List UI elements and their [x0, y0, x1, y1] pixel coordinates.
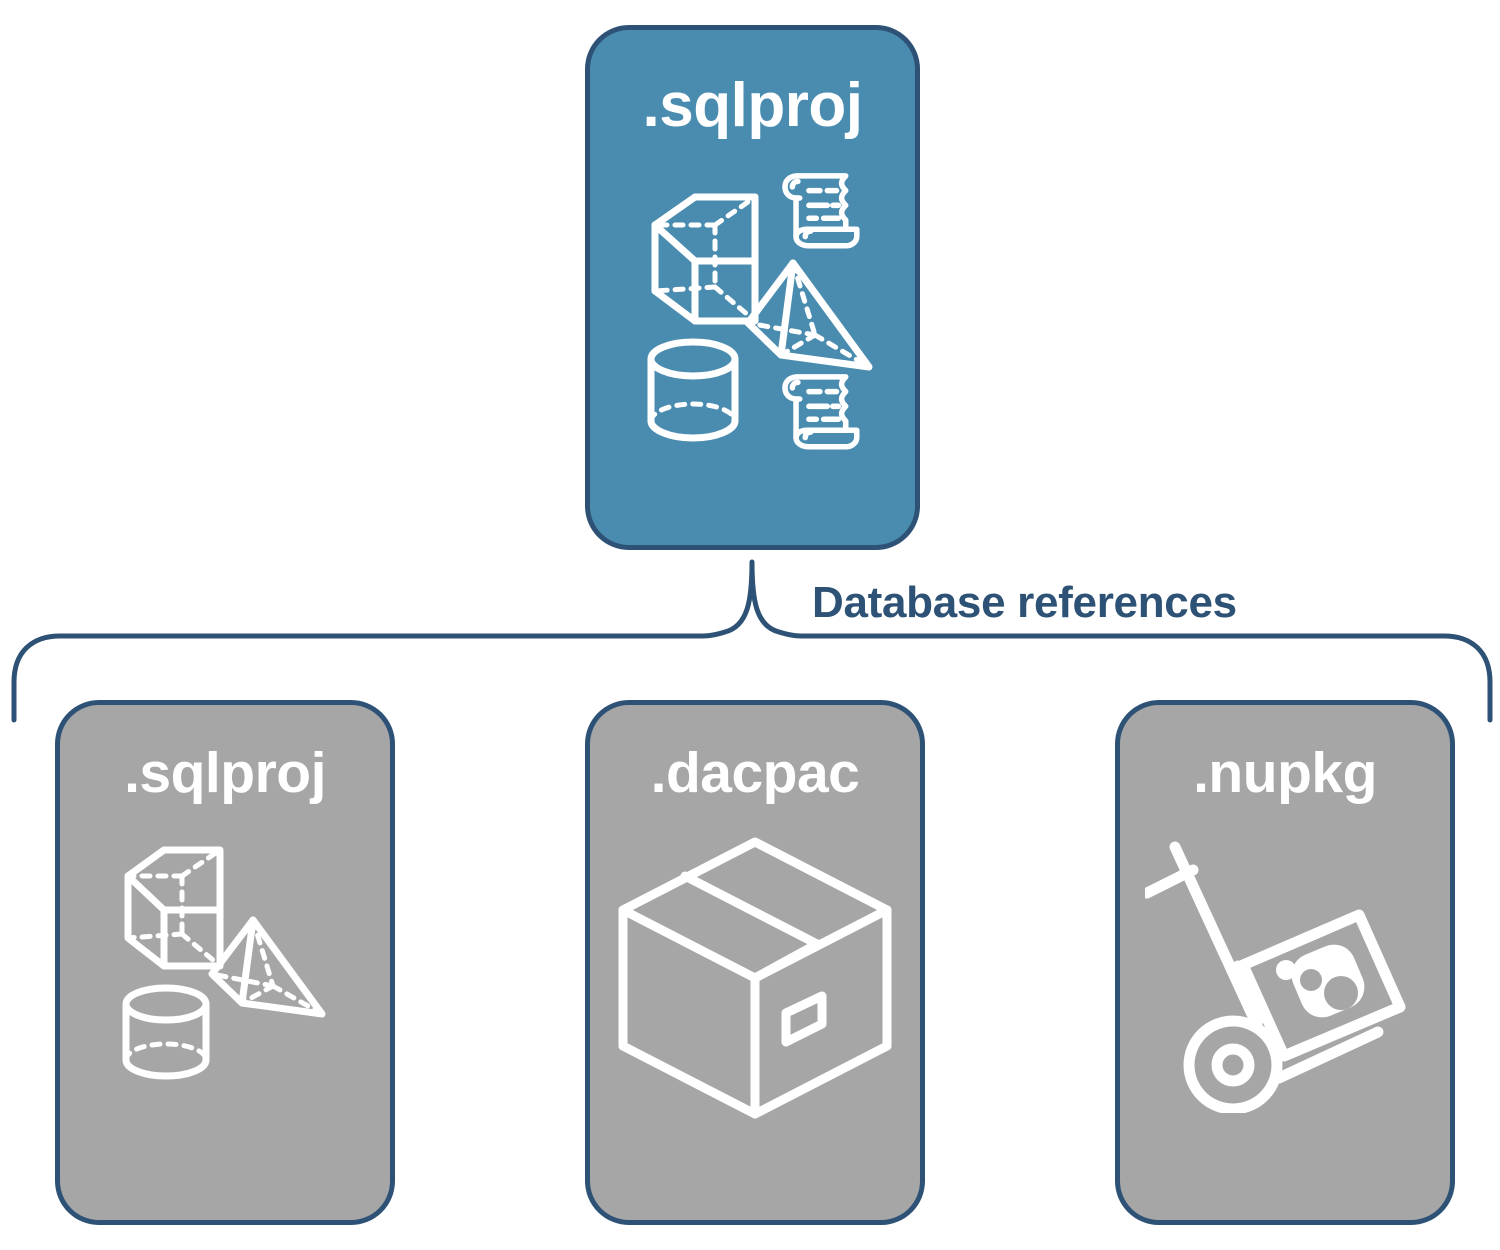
root-card-artwork: [590, 159, 915, 545]
reference-card-artwork: [60, 828, 390, 1220]
scroll-icon: [781, 173, 860, 249]
scroll-icon: [781, 374, 860, 450]
reference-card-title: .nupkg: [1193, 741, 1377, 805]
cube-icon: [651, 193, 758, 325]
reference-card-title: .sqlproj: [124, 741, 326, 805]
cylinder-icon-hidden-edge: [123, 1041, 209, 1063]
pyramid-icon: [208, 916, 326, 1018]
nuget-logo-holes: [1300, 969, 1358, 1010]
root-card-title: .sqlproj: [642, 71, 863, 140]
nuget-logo-mark: [1276, 944, 1365, 1018]
package-box-icon: [618, 837, 892, 1119]
hand-truck-parcel: [1237, 909, 1406, 1062]
pyramid-icon-hidden-edges: [745, 260, 871, 370]
cylinder-icon: [122, 984, 210, 1080]
cube-icon-hidden-edges: [652, 194, 757, 324]
reference-card-dacpac[interactable]: .dacpac: [585, 700, 925, 1225]
pyramid-icon-hidden-edges: [209, 917, 325, 1017]
reference-card-artwork: [1120, 828, 1450, 1220]
cylinder-icon-hidden-edge: [648, 401, 737, 424]
cube-icon: [124, 846, 224, 970]
cube-icon-hidden-edges: [125, 847, 223, 969]
reference-card-artwork: [590, 828, 920, 1220]
root-card-sqlproj[interactable]: .sqlproj: [585, 25, 920, 550]
cylinder-icon: [647, 338, 738, 442]
database-references-label: Database references: [812, 578, 1237, 627]
brace-path: [11, 559, 1493, 723]
reference-card-nupkg[interactable]: .nupkg: [1115, 700, 1455, 1225]
reference-card-title: .dacpac: [650, 741, 860, 805]
reference-card-sqlproj[interactable]: .sqlproj: [55, 700, 395, 1225]
